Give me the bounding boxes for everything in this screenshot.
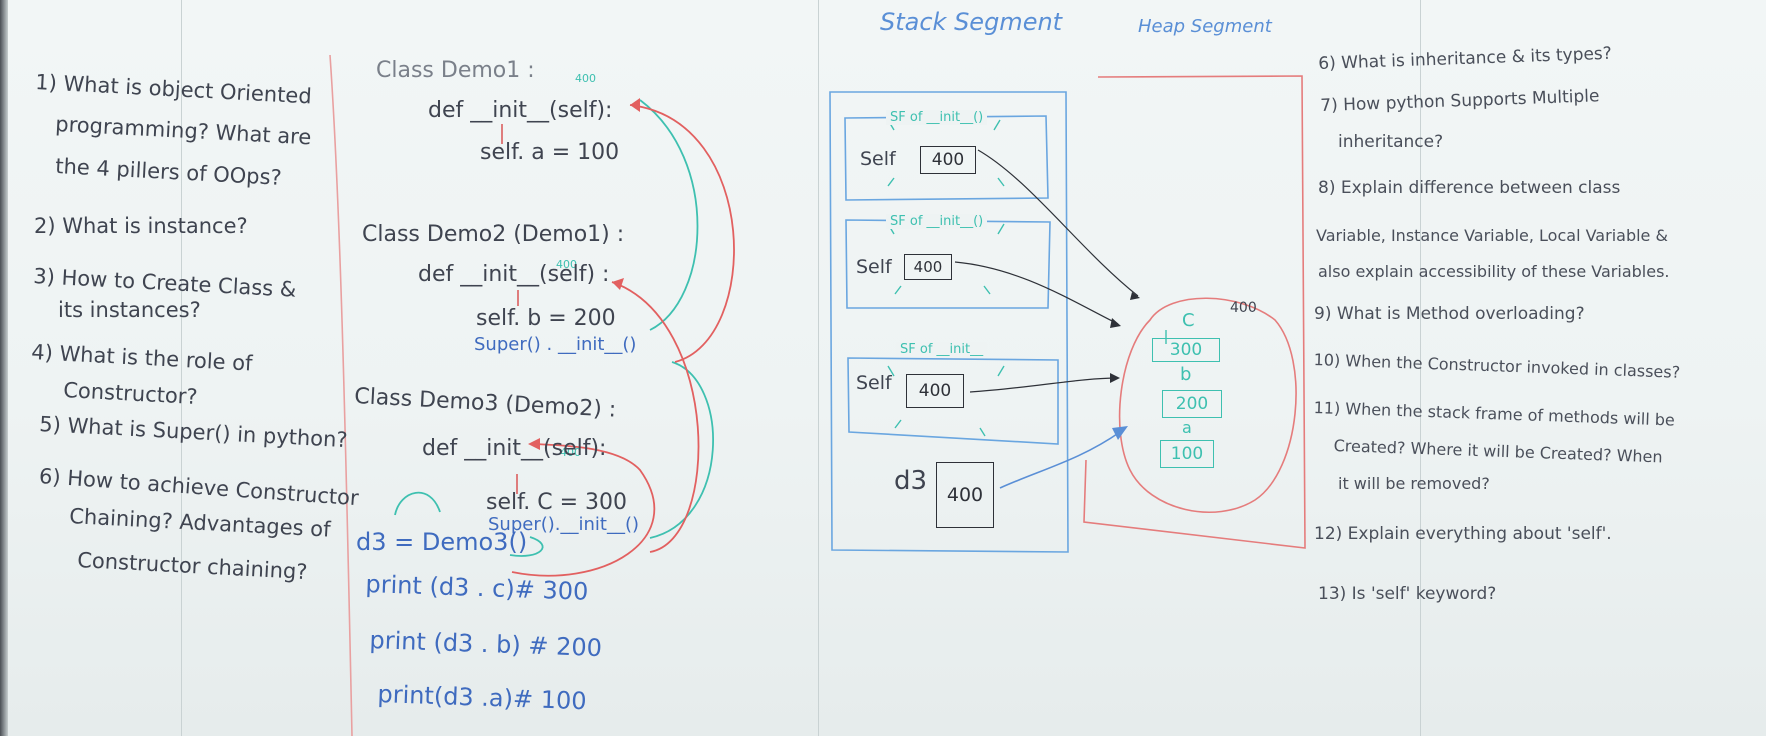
address-label-2: 400: [556, 258, 577, 271]
self-label-1: Self: [860, 148, 896, 170]
question-9: 9) What is Method overloading?: [1314, 304, 1585, 324]
stack-segment-title: Stack Segment: [880, 8, 1063, 36]
heap-object-address: 400: [1230, 300, 1257, 316]
question-7-line-2: inheritance?: [1338, 132, 1444, 152]
object-creation: d3 = Demo3(): [356, 528, 528, 556]
panel-seam: [818, 0, 819, 736]
demo3-init: def __init__(self):: [422, 436, 607, 461]
board-edge: [0, 0, 8, 736]
heap-segment-title: Heap Segment: [1138, 16, 1272, 37]
question-11-line-3: it will be removed?: [1338, 474, 1490, 493]
question-8-line-1: 8) Explain difference between class: [1318, 178, 1621, 198]
d3-ref-box: 400: [936, 462, 994, 528]
attr-value-c: 300: [1152, 338, 1220, 362]
attr-name-a: a: [1182, 418, 1192, 437]
self-ref-box-2: 400: [904, 254, 952, 280]
address-label-1: 400: [575, 72, 596, 85]
demo3-super-call: Super().__init__(): [488, 514, 640, 535]
demo1-init: def __init__(self):: [428, 98, 613, 123]
self-ref-box-1: 400: [920, 146, 976, 174]
question-8-line-3: also explain accessibility of these Vari…: [1318, 262, 1670, 281]
question-13: 13) Is 'self' keyword?: [1318, 584, 1497, 604]
self-label-3: Self: [856, 372, 892, 394]
demo1-assign-a: self. a = 100: [480, 140, 620, 165]
demo2-super-call: Super() . __init__(): [474, 334, 637, 355]
panel-seam: [1420, 0, 1421, 736]
attr-value-a: 100: [1160, 440, 1214, 468]
demo3-assign-c: self. C = 300: [486, 490, 628, 515]
class-demo1: Class Demo1 :: [376, 58, 535, 83]
class-demo2: Class Demo2 (Demo1) :: [362, 222, 625, 247]
question-2: 2) What is instance?: [34, 214, 248, 238]
attr-value-b: 200: [1162, 390, 1222, 418]
demo2-assign-b: self. b = 200: [476, 306, 616, 331]
question-12: 12) Explain everything about 'self'.: [1314, 524, 1612, 544]
stack-frame-label-3: SF of __init__: [896, 342, 988, 357]
question-3-line-2: its instances?: [58, 298, 201, 322]
address-label-3: 400: [560, 446, 581, 459]
self-ref-box-3: 400: [906, 374, 964, 408]
question-8-line-2: Variable, Instance Variable, Local Varia…: [1316, 226, 1668, 245]
d3-variable-label: d3: [894, 466, 928, 496]
attr-name-c: C: [1182, 310, 1195, 331]
attr-name-b: b: [1180, 364, 1192, 385]
stack-frame-label-2: SF of __init__(): [886, 214, 988, 229]
demo2-init: def __init__(self) :: [418, 262, 610, 287]
self-label-2: Self: [856, 256, 892, 278]
stack-frame-label-1: SF of __init__(): [886, 110, 988, 125]
panel-seam: [181, 0, 182, 736]
